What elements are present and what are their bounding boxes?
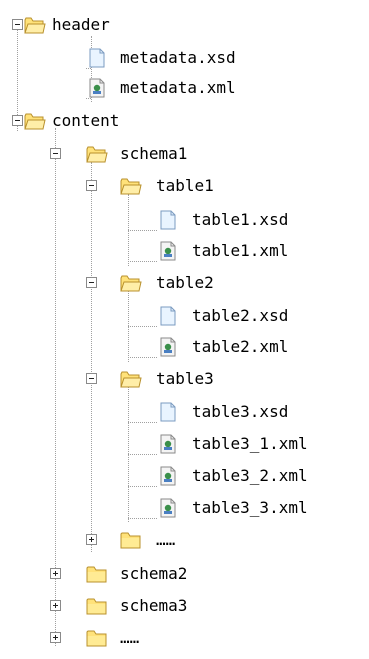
tree-item-content[interactable]: content xyxy=(52,111,120,130)
tree-item-table3-1-xml[interactable]: table3_1.xml xyxy=(192,434,308,453)
tree-item-table3[interactable]: table3 xyxy=(156,369,214,388)
tree-item-metadata-xsd[interactable]: metadata.xsd xyxy=(120,48,236,67)
folder-icon[interactable] xyxy=(86,628,108,648)
tree-connector-line xyxy=(128,486,157,488)
collapse-header-toggle[interactable] xyxy=(12,19,23,30)
tree-item-table1-xml[interactable]: table1.xml xyxy=(192,241,289,260)
folder-icon[interactable] xyxy=(86,596,108,616)
expand-ellipsis-16-toggle[interactable] xyxy=(86,534,97,545)
tree-connector-line xyxy=(128,326,157,328)
folder-icon[interactable] xyxy=(86,564,108,584)
tree-connector-line xyxy=(128,357,157,359)
tree-connector-line xyxy=(128,230,157,232)
collapse-content-toggle[interactable] xyxy=(12,115,23,126)
tree-item-table3-3-xml[interactable]: table3_3.xml xyxy=(192,498,308,517)
xml-file-icon[interactable] xyxy=(157,498,179,518)
folder-open-icon[interactable] xyxy=(86,144,108,164)
xsd-file-icon[interactable] xyxy=(157,210,179,230)
collapse-schema1-toggle[interactable] xyxy=(50,148,61,159)
xml-file-icon[interactable] xyxy=(86,78,108,98)
tree-item-table2-xsd[interactable]: table2.xsd xyxy=(192,306,289,325)
folder-open-icon[interactable] xyxy=(120,369,142,389)
xsd-file-icon[interactable] xyxy=(157,306,179,326)
tree-connector-line xyxy=(55,128,57,646)
tree-connector-line xyxy=(128,518,157,520)
xml-file-icon[interactable] xyxy=(157,466,179,486)
tree-item-header[interactable]: header xyxy=(52,15,110,34)
tree-item-table1[interactable]: table1 xyxy=(156,176,214,195)
tree-item-schema2[interactable]: schema2 xyxy=(120,564,188,583)
tree-connector-line xyxy=(128,422,157,424)
expand-ellipsis-19-toggle[interactable] xyxy=(50,632,61,643)
xml-file-icon[interactable] xyxy=(157,337,179,357)
xml-file-icon[interactable] xyxy=(157,434,179,454)
expand-schema3-toggle[interactable] xyxy=(50,600,61,611)
xsd-file-icon[interactable] xyxy=(157,402,179,422)
folder-open-icon[interactable] xyxy=(24,111,46,131)
tree-item-table1-xsd[interactable]: table1.xsd xyxy=(192,210,289,229)
tree-item-schema1[interactable]: schema1 xyxy=(120,144,188,163)
tree-item-table3-2-xml[interactable]: table3_2.xml xyxy=(192,466,308,485)
collapse-table2-toggle[interactable] xyxy=(86,277,97,288)
tree-item-schema3[interactable]: schema3 xyxy=(120,596,188,615)
folder-icon[interactable] xyxy=(120,530,142,550)
folder-open-icon[interactable] xyxy=(120,273,142,293)
tree-connector-line xyxy=(17,30,19,131)
tree-item-ellipsis-16[interactable]: …… xyxy=(156,530,176,549)
tree-item-table2[interactable]: table2 xyxy=(156,273,214,292)
folder-open-icon[interactable] xyxy=(120,176,142,196)
tree-item-metadata-xml[interactable]: metadata.xml xyxy=(120,78,236,97)
tree-connector-line xyxy=(86,98,91,100)
tree-connector-line xyxy=(91,162,93,552)
tree-connector-line xyxy=(128,454,157,456)
collapse-table3-toggle[interactable] xyxy=(86,373,97,384)
collapse-table1-toggle[interactable] xyxy=(86,180,97,191)
xml-file-icon[interactable] xyxy=(157,241,179,261)
xsd-file-icon[interactable] xyxy=(86,48,108,68)
tree-connector-line xyxy=(128,261,157,263)
tree-item-table2-xml[interactable]: table2.xml xyxy=(192,337,289,356)
tree-item-table3-xsd[interactable]: table3.xsd xyxy=(192,402,289,421)
folder-open-icon[interactable] xyxy=(24,15,46,35)
tree-connector-line xyxy=(91,36,93,102)
tree-item-ellipsis-19[interactable]: …… xyxy=(120,628,140,647)
tree-connector-line xyxy=(86,68,91,70)
expand-schema2-toggle[interactable] xyxy=(50,568,61,579)
